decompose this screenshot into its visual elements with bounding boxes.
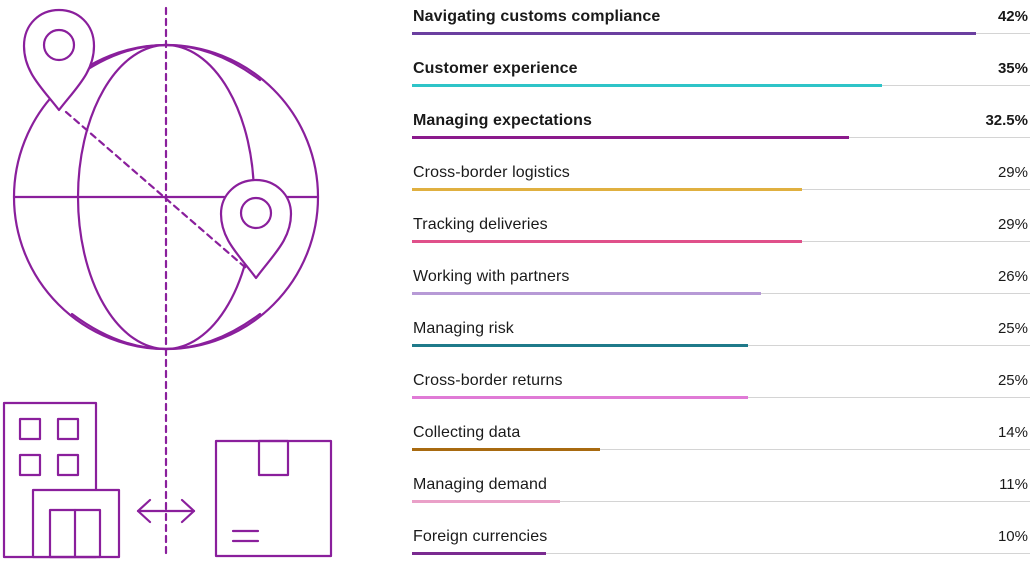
package-box-icon: [214, 439, 333, 558]
bar-label: Cross-border returns: [413, 372, 563, 389]
location-pin-icon: [22, 8, 96, 112]
bar-label: Working with partners: [413, 268, 570, 285]
chart-row: Managing expectations 32.5%: [412, 106, 1030, 158]
bar-value-label: 11%: [999, 476, 1028, 493]
bar-value-label: 14%: [997, 424, 1028, 441]
bar-track: [412, 553, 1030, 554]
bar: [412, 292, 762, 295]
chart-row: Working with partners 26%: [412, 262, 1030, 314]
double-arrow-icon: [136, 498, 196, 524]
chart-row: Foreign currencies 10%: [412, 522, 1030, 574]
bar-track: [412, 501, 1030, 502]
chart-row: Navigating customs compliance 42%: [412, 2, 1030, 54]
chart-row: Cross-border returns 25%: [412, 366, 1030, 418]
bar-label: Managing risk: [413, 320, 514, 337]
bar: [412, 552, 547, 555]
bar-label: Navigating customs compliance: [413, 8, 661, 25]
bar-label: Managing expectations: [413, 112, 593, 129]
bar-chart: Navigating customs compliance 42% Customer…: [412, 0, 1030, 565]
bar-value-label: 32.5%: [985, 112, 1028, 129]
bar: [412, 448, 601, 451]
bar: [412, 188, 802, 191]
chart-row: Managing demand 11%: [412, 470, 1030, 522]
bar: [412, 344, 748, 347]
bar-value-label: 29%: [997, 216, 1028, 233]
bar: [412, 240, 802, 243]
bar-value-label: 10%: [997, 528, 1028, 545]
building-icon: [2, 401, 121, 559]
bar: [412, 396, 748, 399]
bar-label: Customer experience: [413, 60, 578, 77]
bar-label: Cross-border logistics: [413, 164, 570, 181]
bar-label: Tracking deliveries: [413, 216, 548, 233]
chart-row: Cross-border logistics 29%: [412, 158, 1030, 210]
bar: [412, 136, 849, 139]
bar: [412, 500, 560, 503]
bar-value-label: 26%: [997, 268, 1028, 285]
bar-value-label: 35%: [997, 60, 1028, 77]
bar: [412, 32, 977, 35]
bar-value-label: 42%: [997, 8, 1028, 25]
bar-label: Managing demand: [413, 476, 548, 493]
chart-row: Managing risk 25%: [412, 314, 1030, 366]
chart-row: Customer experience 35%: [412, 54, 1030, 106]
location-pin-icon: [219, 178, 293, 280]
bar-value-label: 25%: [997, 372, 1028, 389]
bar-label: Collecting data: [413, 424, 521, 441]
dashed-route: [64, 110, 248, 270]
bar-label: Foreign currencies: [413, 528, 548, 545]
chart-row: Collecting data 14%: [412, 418, 1030, 470]
illustration: [2, 6, 333, 560]
bar-value-label: 29%: [997, 164, 1028, 181]
bar-track: [412, 449, 1030, 450]
bar-value-label: 25%: [997, 320, 1028, 337]
bar: [412, 84, 883, 87]
chart-row: Tracking deliveries 29%: [412, 210, 1030, 262]
